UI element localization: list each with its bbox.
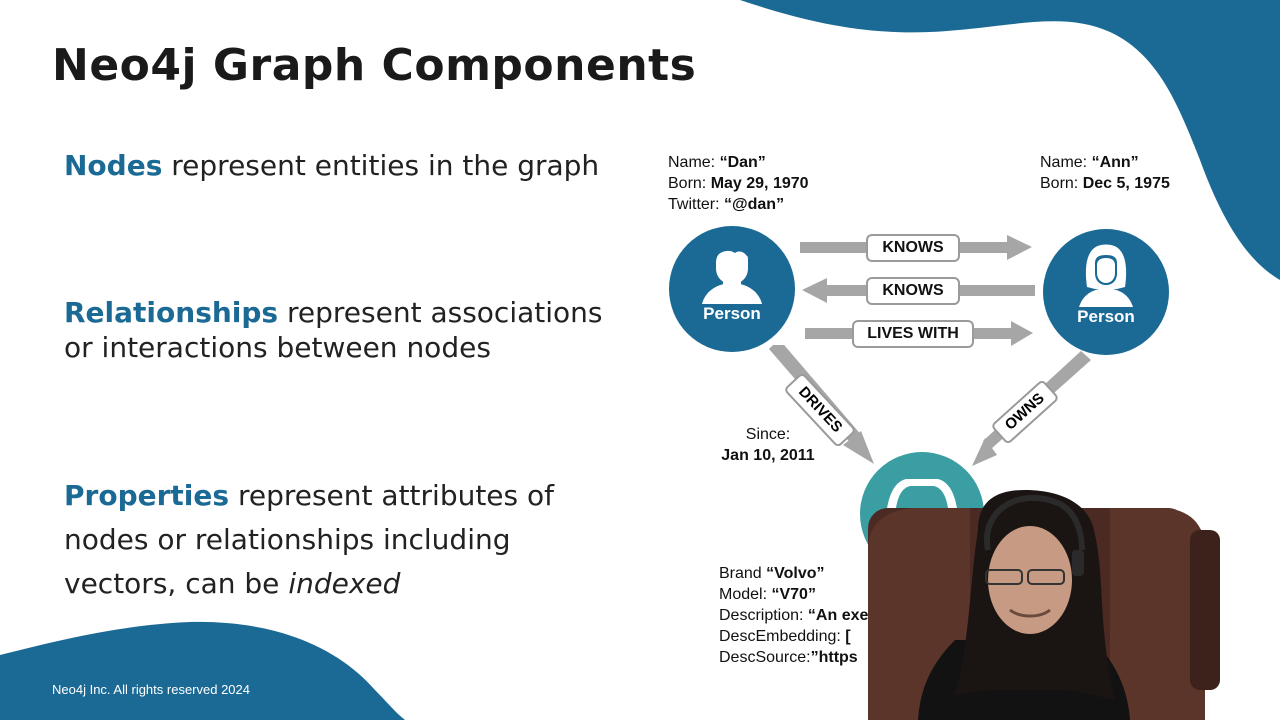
prop-key: Twitter:	[668, 196, 725, 213]
prop-key: Model:	[719, 586, 772, 603]
relationship-knows-dan-ann: KNOWS	[866, 234, 960, 262]
prop-key: Description:	[719, 607, 808, 624]
point-text: represent associations or interactions b…	[64, 296, 603, 364]
prop-value: Dec 5, 1975	[1082, 175, 1170, 192]
bottom-left-wave	[0, 621, 405, 720]
prop-value: “V70”	[771, 586, 816, 603]
prop-key: Born:	[1040, 175, 1083, 192]
footer-copyright: Neo4j Inc. All rights reserved 2024	[52, 682, 250, 697]
prop-key: Name:	[668, 154, 720, 171]
prop-value: ”https	[810, 649, 858, 666]
point-relationships: Relationships represent associations or …	[64, 295, 624, 365]
dan-properties: Name: “Dan” Born: May 29, 1970 Twitter: …	[668, 152, 809, 215]
prop-key: Name:	[1040, 154, 1092, 171]
prop-value: “Ann”	[1091, 154, 1139, 171]
car-icon	[886, 479, 958, 516]
presenter-webcam-overlay	[868, 490, 1220, 720]
node-label: Person	[703, 304, 761, 323]
point-properties: Properties represent attributes of nodes…	[64, 474, 584, 606]
prop-value: “Volvo”	[766, 565, 825, 582]
relationship-lives-with: LIVES WITH	[852, 320, 974, 348]
point-text: represent attributes of nodes or relatio…	[64, 479, 555, 600]
point-keyword: Properties	[64, 479, 230, 512]
top-right-wave	[740, 0, 1280, 280]
slide-title: Neo4j Graph Components	[52, 40, 697, 91]
person-male-icon	[702, 240, 762, 304]
drives-since-property: Since: Jan 10, 2011	[716, 424, 820, 466]
ann-properties: Name: “Ann” Born: Dec 5, 1975	[1040, 152, 1170, 194]
prop-value: [	[845, 628, 851, 645]
prop-key: Since:	[745, 426, 791, 443]
prop-key: Brand	[719, 565, 767, 582]
point-text: represent entities in the graph	[162, 149, 600, 182]
prop-value: “@dan”	[724, 196, 785, 213]
prop-key: DescSource:	[719, 649, 811, 666]
person-node-dan: Person	[669, 226, 795, 352]
prop-value: Jan 10, 2011	[721, 447, 815, 464]
point-emphasis: indexed	[288, 567, 401, 600]
point-nodes: Nodes represent entities in the graph	[64, 148, 624, 183]
prop-value: “Dan”	[719, 154, 766, 171]
node-label: Person	[1077, 307, 1135, 326]
point-keyword: Nodes	[64, 149, 163, 182]
prop-value: May 29, 1970	[710, 175, 809, 192]
person-female-icon	[1079, 244, 1133, 307]
prop-key: Born:	[668, 175, 711, 192]
relationship-knows-ann-dan: KNOWS	[866, 277, 960, 305]
point-keyword: Relationships	[64, 296, 279, 329]
person-node-ann: Person	[1043, 229, 1169, 355]
prop-key: DescEmbedding:	[719, 628, 846, 645]
